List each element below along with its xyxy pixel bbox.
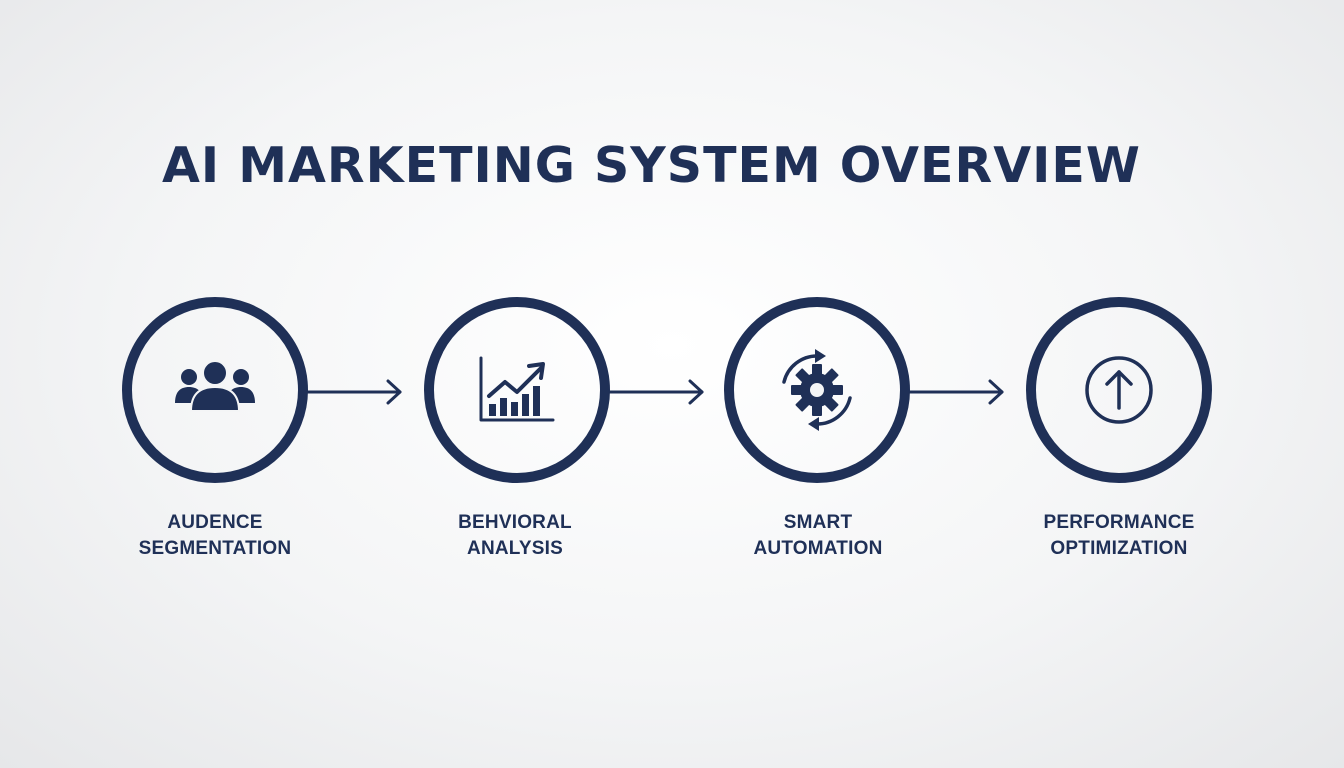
step-performance-optimization xyxy=(1026,297,1212,483)
step-label-2: BEHVIORAL ANALYSIS xyxy=(458,512,572,559)
flow-arrow-3 xyxy=(908,379,1004,405)
trending-chart-icon xyxy=(479,356,555,422)
step-smart-automation xyxy=(724,297,910,483)
gear-cycle-icon xyxy=(782,349,852,431)
step-audience-segmentation xyxy=(122,297,308,483)
step-label-1: AUDENCE SEGMENTATION xyxy=(138,512,292,559)
step-behavioral-analysis xyxy=(424,297,610,483)
page-title: AI MARKETING SYSTEM OVERVIEW xyxy=(162,137,1141,194)
flow-arrow-2 xyxy=(608,379,704,405)
arrow-up-circle-icon xyxy=(1085,356,1153,424)
flow-arrow-1 xyxy=(306,379,402,405)
step-label-4: PERFORMANCE OPTIMIZATION xyxy=(1043,512,1195,559)
users-icon xyxy=(175,360,255,412)
step-label-3: SMART AUTOMATION xyxy=(753,512,883,559)
